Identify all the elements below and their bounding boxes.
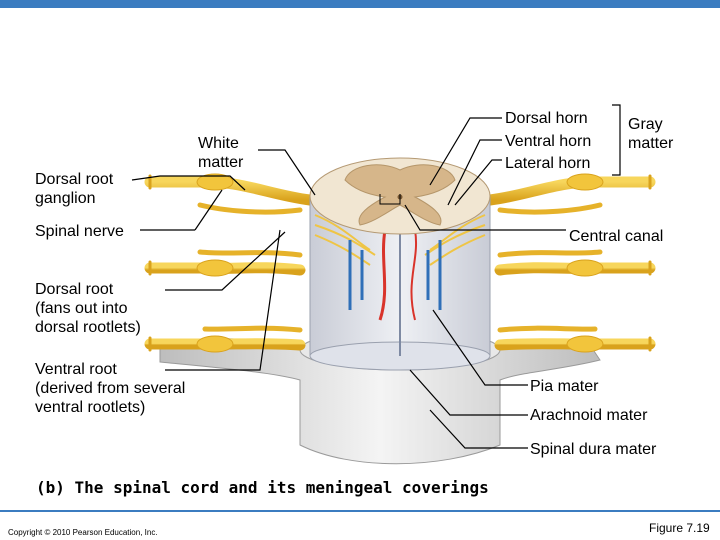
label-arachnoid-mater: Arachnoid mater bbox=[530, 407, 648, 424]
label-ventral-horn: Ventral horn bbox=[505, 133, 592, 150]
top-accent-bar bbox=[0, 0, 720, 8]
label-lateral-horn: Lateral horn bbox=[505, 155, 591, 172]
spinal-cord-cross-section bbox=[309, 157, 491, 235]
spinal-nerves bbox=[144, 173, 656, 353]
label-dorsal-root: Dorsal root (fans out into dorsal rootle… bbox=[35, 281, 141, 336]
label-gray-matter: Gray matter bbox=[628, 116, 674, 152]
label-dorsal-horn: Dorsal horn bbox=[505, 110, 588, 127]
leader-lines bbox=[131, 104, 621, 449]
label-dorsal-root-ganglion: Dorsal root ganglion bbox=[35, 171, 114, 207]
label-spinal-nerve: Spinal nerve bbox=[35, 223, 124, 240]
label-spinal-dura-mater: Spinal dura mater bbox=[530, 441, 657, 458]
figure-caption: (b) The spinal cord and its meningeal co… bbox=[36, 478, 489, 497]
label-ventral-root: Ventral root (derived from several ventr… bbox=[35, 361, 186, 416]
figure-number: Figure 7.19 bbox=[649, 521, 710, 535]
bottom-accent-bar bbox=[0, 510, 720, 512]
copyright-notice: Copyright © 2010 Pearson Education, Inc. bbox=[8, 528, 158, 537]
label-pia-mater: Pia mater bbox=[530, 378, 599, 395]
label-central-canal: Central canal bbox=[569, 228, 664, 245]
label-white-matter: White matter bbox=[198, 135, 244, 171]
